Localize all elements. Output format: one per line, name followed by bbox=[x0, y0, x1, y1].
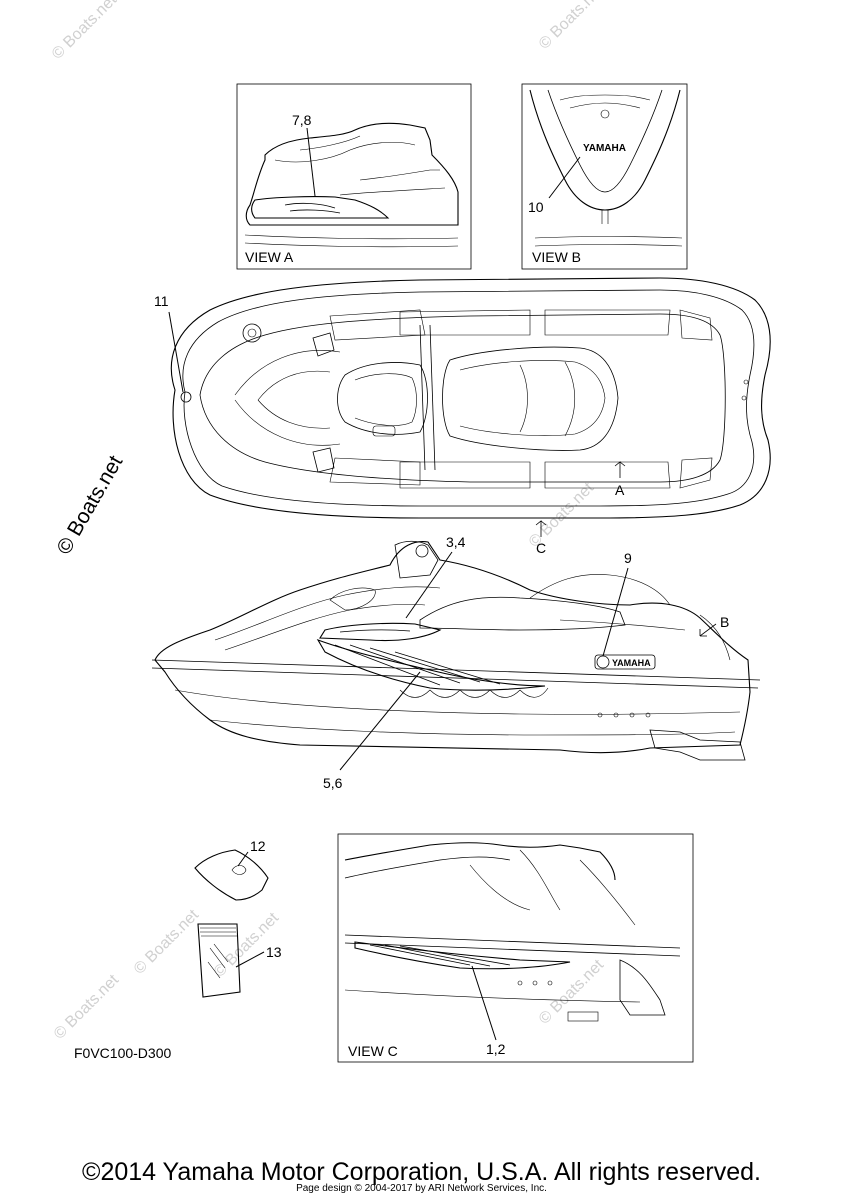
callout-5-6: 5,6 bbox=[323, 775, 343, 791]
watermark: © Boats.net bbox=[49, 0, 121, 63]
copyright-notice: ©2014 Yamaha Motor Corporation, U.S.A. A… bbox=[82, 1158, 761, 1186]
view-a-panel: 7,8 VIEW A bbox=[236, 83, 472, 270]
arrow-c-label: C bbox=[536, 540, 546, 556]
watermark: © Boats.net bbox=[131, 906, 203, 978]
callout-7-8: 7,8 bbox=[292, 112, 312, 128]
callout-3-4: 3,4 bbox=[446, 534, 466, 550]
view-b-panel: YAMAHA 10 VIEW B bbox=[521, 83, 688, 270]
watermark-layer: © Boats.net © Boats.net © Boats.net © Bo… bbox=[49, 0, 608, 1043]
watermark: © Boats.net bbox=[536, 956, 608, 1028]
callout-13: 13 bbox=[266, 944, 282, 960]
figure-code: F0VC100-D300 bbox=[74, 1045, 171, 1061]
callout-1-2: 1,2 bbox=[486, 1041, 506, 1057]
side-yamaha-badge: YAMAHA bbox=[612, 658, 651, 668]
callout-12: 12 bbox=[250, 838, 266, 854]
arrow-b-label: B bbox=[720, 614, 729, 630]
item-13-manual: 13 bbox=[197, 923, 282, 998]
page-design-credit: Page design © 2004-2017 by ARI Network S… bbox=[296, 1183, 547, 1194]
side-watermark: © Boats.net bbox=[52, 452, 127, 559]
view-c-label: VIEW C bbox=[348, 1043, 398, 1059]
yamaha-decal-text: YAMAHA bbox=[583, 143, 626, 154]
top-view-craft: 11 A C bbox=[154, 277, 771, 556]
watermark: © Boats.net bbox=[536, 0, 608, 53]
callout-9: 9 bbox=[624, 550, 632, 566]
side-view-craft: YAMAHA 3,4 9 5,6 B bbox=[151, 534, 761, 791]
item-12-pouch: 12 bbox=[194, 838, 269, 901]
view-c-panel: 1,2 VIEW C bbox=[337, 833, 694, 1063]
callout-11: 11 bbox=[154, 293, 169, 309]
view-b-label: VIEW B bbox=[532, 249, 581, 265]
arrow-a-label: A bbox=[615, 482, 625, 498]
view-a-label: VIEW A bbox=[245, 249, 294, 265]
callout-10: 10 bbox=[528, 199, 544, 215]
watermark: © Boats.net bbox=[51, 971, 123, 1043]
